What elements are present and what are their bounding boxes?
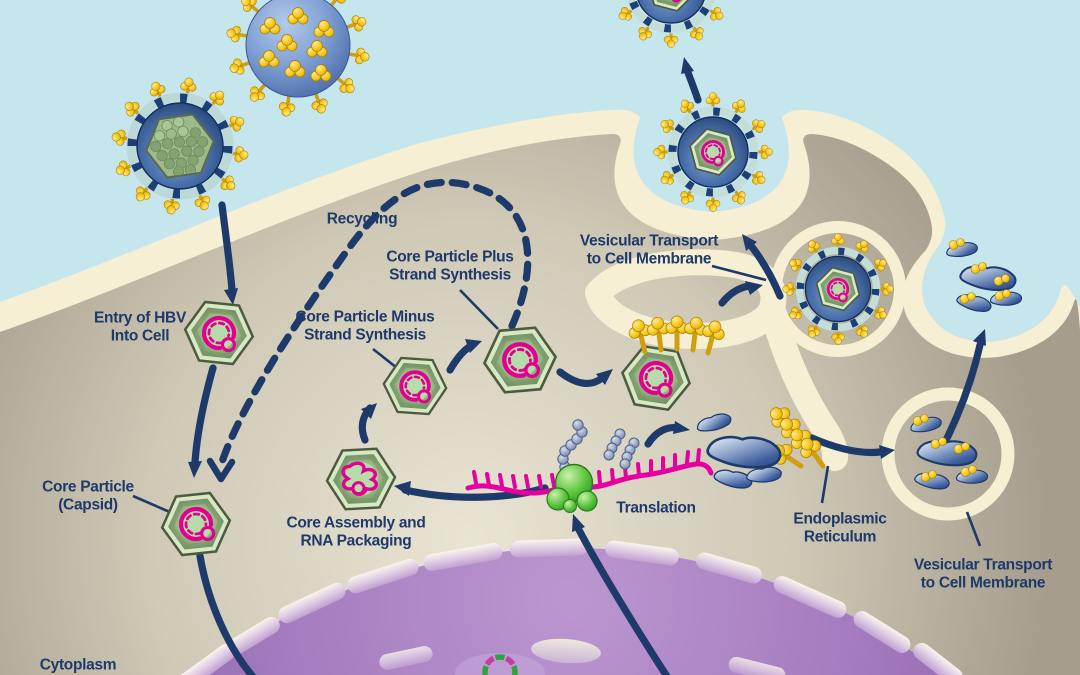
pathway-arrows: [188, 57, 986, 675]
mrna-ticks: [472, 448, 701, 489]
entry-arrow: [218, 201, 236, 294]
label-translation: Translation: [616, 499, 696, 517]
plus-to-er-arrow: [556, 368, 606, 387]
label-recycling: Recycling: [326, 210, 398, 228]
label-vesicular-transport-top: Vesicular Transport to Cell Membrane: [579, 232, 719, 268]
ribosome: [546, 463, 598, 513]
enveloped-virion-surface: [223, 0, 373, 120]
label-endoplasmic-reticulum: Endoplasmic Reticulum: [793, 510, 887, 546]
label-core-particle-minus: Core Particle Minus Strand Synthesis: [295, 308, 435, 344]
nuclear-pore: [531, 638, 601, 664]
nucleus: [175, 538, 963, 675]
vesicle-to-membrane-arrow: [748, 243, 784, 300]
label-core-assembly: Core Assembly and RNA Packaging: [286, 514, 426, 550]
to-nucleus-arrow: [196, 552, 257, 675]
er-to-vesicle-arrow: [808, 434, 884, 457]
label-vesicular-transport-bottom: Vesicular Transport to Cell Membrane: [913, 556, 1053, 592]
label-entry-of-hbv: Entry of HBV Into Cell: [94, 309, 186, 345]
infecting-virion: [109, 75, 251, 217]
label-cytoplasm: Cytoplasm: [39, 656, 117, 674]
label-core-particle-capsid: Core Particle (Capsid): [42, 478, 134, 514]
recycling-arrow: [218, 178, 532, 466]
label-core-particle-plus: Core Particle Plus Strand Synthesis: [386, 248, 514, 284]
to-core-arrow: [191, 364, 217, 466]
label-leader-lines: [132, 264, 982, 547]
cccdna-glow: [455, 653, 545, 675]
cccdna: [482, 654, 518, 675]
nuclear-envelope-segments: [175, 538, 963, 675]
nucleus-to-translation-arrow: [574, 524, 671, 675]
mrna: [465, 461, 714, 496]
translation-site: [465, 419, 714, 513]
icosahedral-capsid: [145, 113, 215, 179]
